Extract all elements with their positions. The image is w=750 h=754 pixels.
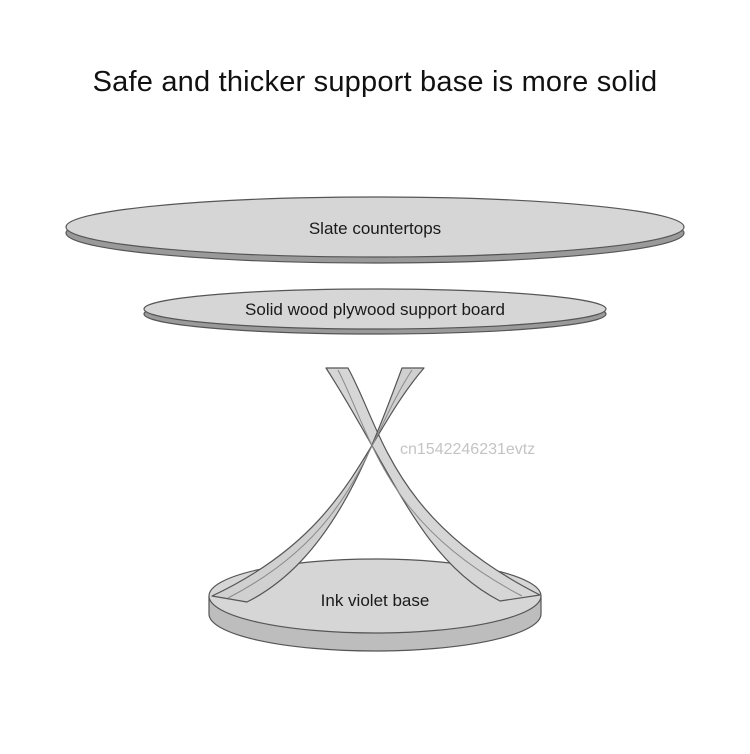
page-title: Safe and thicker support base is more so… xyxy=(92,66,658,98)
support-board: Solid wood plywood support board xyxy=(143,288,607,335)
support-board-label: Solid wood plywood support board xyxy=(245,300,505,319)
slate-countertop: Slate countertops xyxy=(65,196,685,264)
crossed-legs xyxy=(211,367,541,603)
base-disc: Ink violet base xyxy=(208,558,542,652)
base-label: Ink violet base xyxy=(321,591,430,610)
countertop-label: Slate countertops xyxy=(309,219,441,238)
watermark-text: cn1542246231evtz xyxy=(400,441,535,458)
